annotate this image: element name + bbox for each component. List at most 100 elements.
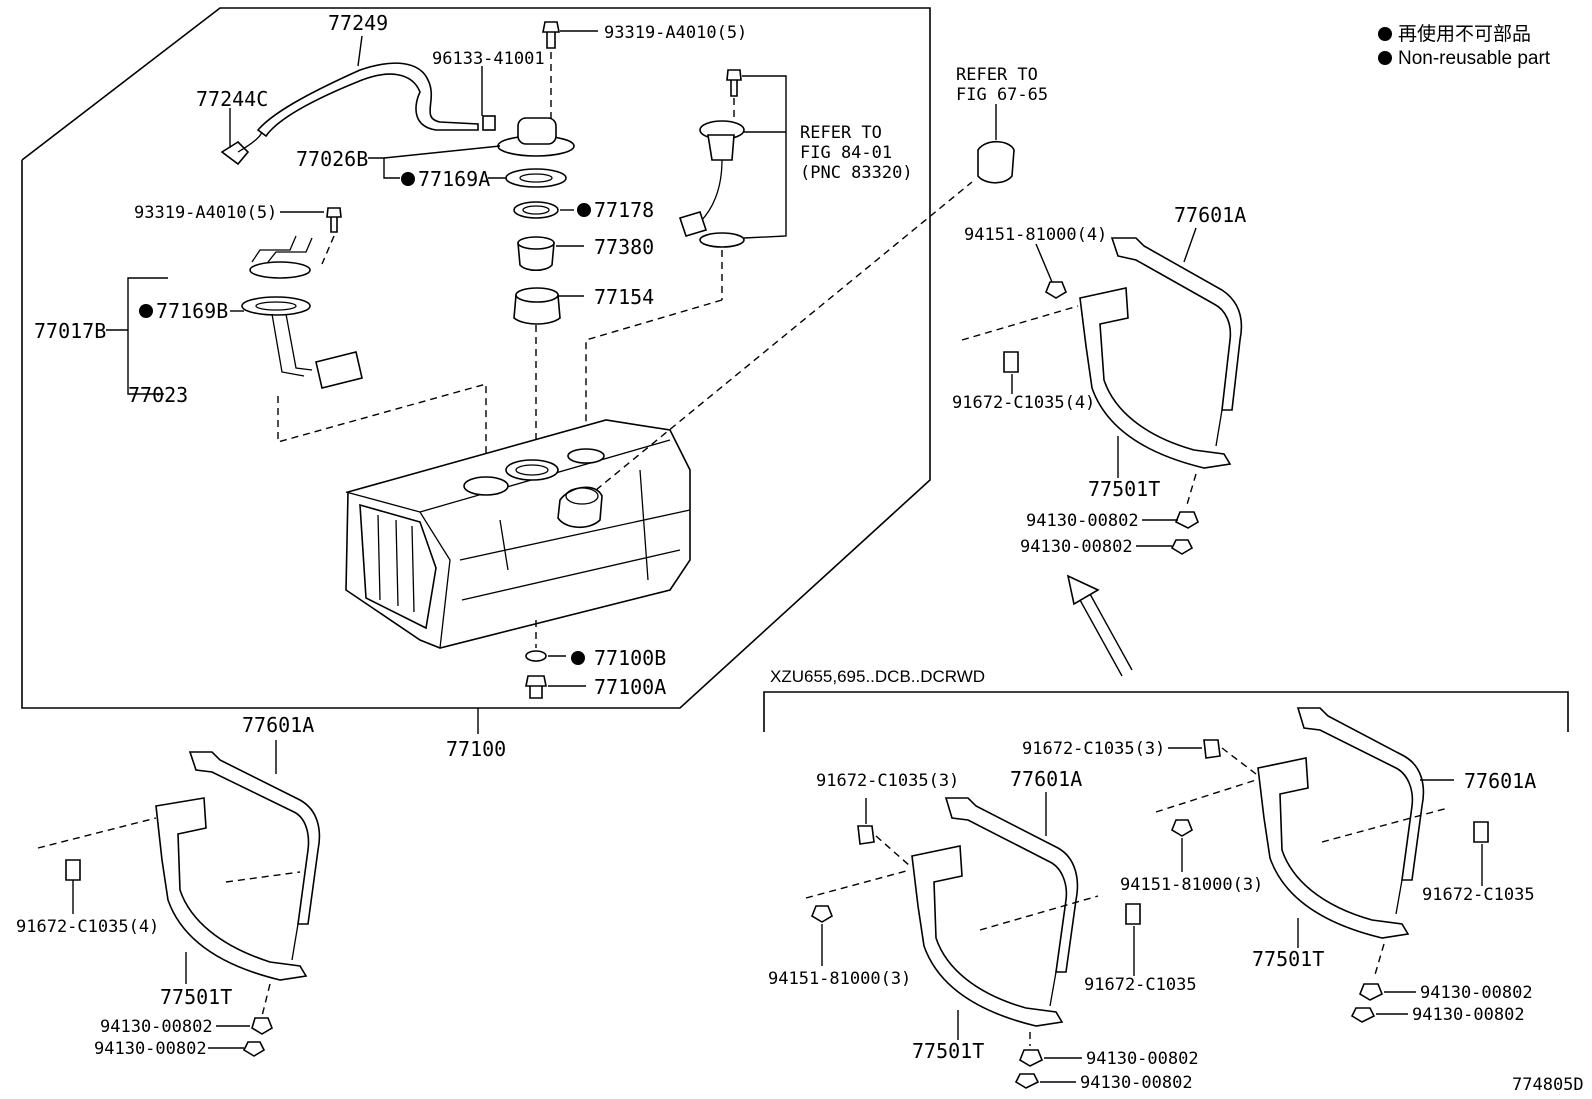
ref-67-65-line2: FIG 67-65: [956, 85, 1048, 105]
strap-77601A: [944, 797, 1079, 973]
gasket-77169B: [241, 296, 311, 316]
nut-1: [251, 1017, 273, 1035]
non-reusable-dot-icon: [1378, 51, 1392, 65]
label-77169A: 77169A: [418, 167, 490, 191]
hose-clip: [220, 140, 250, 166]
non-reusable-dot-icon: [401, 172, 415, 186]
nut-2: [1170, 539, 1194, 555]
label-var-77501T-2: 77501T: [1252, 947, 1324, 971]
nut-1: [1019, 1049, 1044, 1067]
label-96133: 96133-41001: [432, 49, 545, 69]
ref-84-01-line2: FIG 84-01: [800, 143, 892, 163]
drain-plug: [525, 675, 547, 699]
label-93319-top: 93319-A4010(5): [604, 23, 747, 43]
label-left-77601A: 77601A: [242, 713, 314, 737]
label-77380: 77380: [594, 235, 654, 259]
pump-filter: [315, 351, 363, 389]
bolt-91672: [65, 859, 81, 881]
bracket-77501T: [155, 797, 308, 981]
ref-84-01-line3: (PNC 83320): [800, 163, 913, 183]
gauge-float: [678, 211, 708, 237]
nut-1: [1359, 983, 1384, 1001]
bracket-left: [37, 751, 321, 1057]
non-reusable-dot-icon: [577, 203, 591, 217]
non-reusable-dot-icon: [571, 651, 585, 665]
figure-id: 774805D: [1512, 1075, 1584, 1095]
label-77100: 77100: [446, 737, 506, 761]
nut-2: [1014, 1073, 1040, 1089]
direction-arrow-icon: [1066, 574, 1133, 677]
label-var-94151-2: 94151-81000(3): [1120, 875, 1263, 895]
screw-93319-top: [542, 21, 560, 49]
nut-94151: [811, 905, 833, 923]
bolt-91672-top: [857, 825, 875, 845]
strap-77601A: [1296, 707, 1425, 881]
variant-bracket-frame: [763, 691, 1569, 732]
strap-77601A: [188, 751, 321, 925]
label-left-77501T: 77501T: [160, 985, 232, 1009]
bolt-91672: [1473, 821, 1489, 843]
label-right-94151: 94151-81000(4): [964, 225, 1107, 245]
bolt-91672: [1125, 903, 1141, 925]
label-var-94130-2a: 94130-00802: [1420, 983, 1533, 1003]
label-77249: 77249: [328, 11, 388, 35]
gauge-body: [707, 134, 735, 161]
label-left-94130-a: 94130-00802: [100, 1017, 213, 1037]
nut-94151: [1045, 281, 1067, 299]
nut-94151: [1171, 819, 1193, 837]
bracket-right: [961, 237, 1243, 555]
label-77100A: 77100A: [594, 675, 666, 699]
gasket-77169A: [505, 168, 567, 188]
label-77178: 77178: [594, 198, 654, 222]
label-right-91672: 91672-C1035(4): [952, 393, 1095, 413]
tank-group-frame: [21, 7, 931, 709]
pump-pipes: [251, 235, 313, 263]
legend-text-en: Non-reusable part: [1398, 48, 1551, 69]
variant-bracket-2: [1155, 707, 1489, 1023]
label-var-77601A-2: 77601A: [1464, 769, 1536, 793]
non-reusable-dot-icon: [1378, 27, 1392, 41]
filler-neck: [557, 486, 603, 529]
label-right-94130-a: 94130-00802: [1026, 511, 1139, 531]
vent-hose: [256, 62, 479, 138]
nut-1: [1174, 511, 1199, 529]
bolt-91672-top: [1203, 739, 1221, 759]
bracket-77501T: [911, 845, 1064, 1027]
label-var-94151-1: 94151-81000(3): [768, 969, 911, 989]
fuel-cap: [977, 140, 1015, 184]
pump-tube: [271, 313, 313, 377]
label-77169B: 77169B: [156, 299, 228, 323]
nut-2: [242, 1041, 266, 1057]
strainer-77154: [513, 294, 561, 325]
label-right-94130-b: 94130-00802: [1020, 537, 1133, 557]
label-var-77501T-1: 77501T: [912, 1039, 984, 1063]
label-77023: 77023: [128, 383, 188, 407]
label-77100B: 77100B: [594, 646, 666, 670]
label-var-94130-1b: 94130-00802: [1080, 1073, 1193, 1093]
label-var-91672-mid: 91672-C1035(3): [816, 771, 959, 791]
nut-2: [1350, 1007, 1376, 1023]
ref-67-65-line1: REFER TO: [956, 65, 1038, 85]
bracket-77501T: [1257, 757, 1410, 939]
variant-caption: XZU655,695..DCB..DCRWD: [770, 667, 985, 686]
ref-84-01-line1: REFER TO: [800, 123, 882, 143]
clip-96133: [482, 115, 496, 131]
label-left-94130-b: 94130-00802: [94, 1039, 207, 1059]
drain-gasket: [525, 650, 547, 662]
pump-flange: [249, 261, 311, 279]
label-left-91672: 91672-C1035(4): [16, 917, 159, 937]
ring-77178: [513, 201, 559, 219]
bracket-ref-84-01: [742, 75, 787, 239]
label-var-91672-1: 91672-C1035: [1084, 975, 1197, 995]
label-var-94130-1a: 94130-00802: [1086, 1049, 1199, 1069]
label-77017B: 77017B: [34, 319, 106, 343]
legend-text-jp: 再使用不可部品: [1398, 23, 1531, 45]
label-var-91672-2: 91672-C1035: [1422, 885, 1535, 905]
variant-bracket-1: [805, 797, 1141, 1089]
label-right-77501T: 77501T: [1088, 477, 1160, 501]
screw-93319-left: [326, 207, 342, 233]
label-right-77601A: 77601A: [1174, 203, 1246, 227]
label-93319-left: 93319-A4010(5): [134, 203, 277, 223]
label-var-91672-top: 91672-C1035(3): [1022, 739, 1165, 759]
label-77154: 77154: [594, 285, 654, 309]
